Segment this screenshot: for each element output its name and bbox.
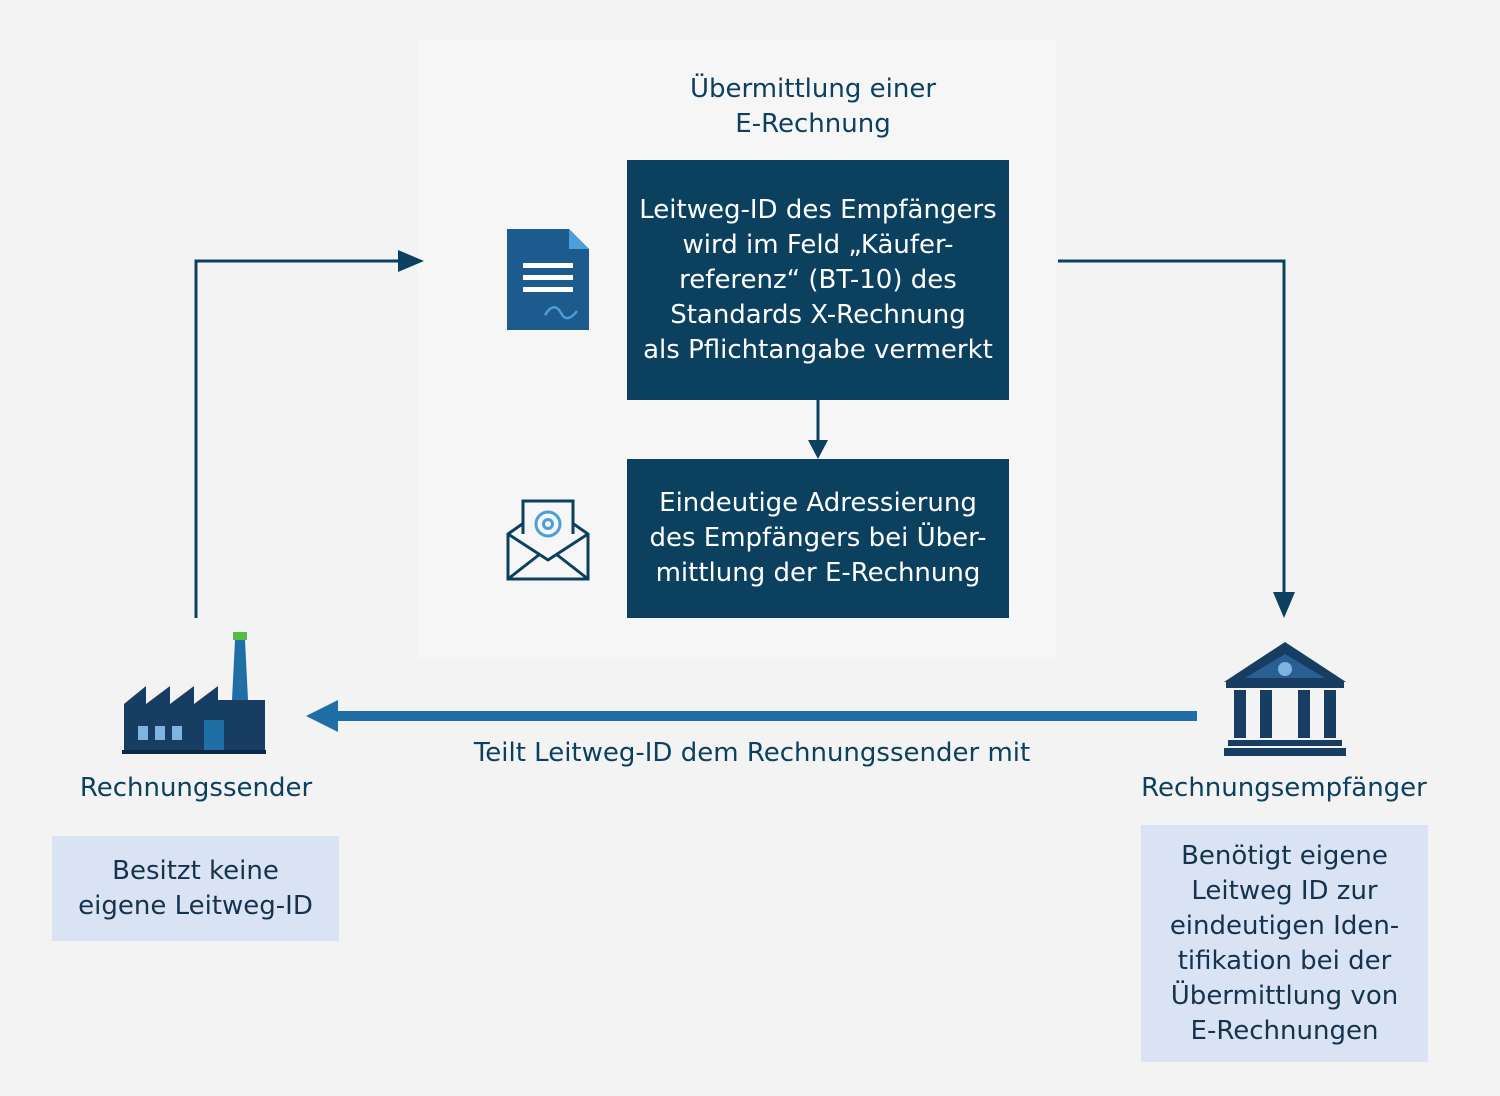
sender-label: Rechnungssender [79,773,313,803]
sender-note: Besitzt keine eigene Leitweg-ID [52,836,339,941]
address-box: Eindeutige Adressierung des Empfängers b… [627,459,1009,618]
bank-icon [1224,642,1346,756]
email-icon [506,499,590,581]
bottom-arrow-shaft [330,711,1197,721]
receiver-label: Rechnungsempfänger [1141,773,1427,803]
bottom-arrow-head [306,700,338,732]
receiver-note: Benötigt eigene Leitweg ID zur eindeutig… [1141,825,1428,1062]
bottom-arrow-label: Teilt Leitweg-ID dem Rechnungssender mit [473,738,1031,768]
factory-icon [122,632,266,754]
center-title: Übermittlung einer E-Rechnung [689,74,937,139]
document-icon [507,229,589,330]
center-to-receiver-arrow [1058,259,1286,600]
leitweg-box: Leitweg-ID des Empfängers wird im Feld „… [627,160,1009,400]
sender-to-center-arrow [194,259,420,618]
